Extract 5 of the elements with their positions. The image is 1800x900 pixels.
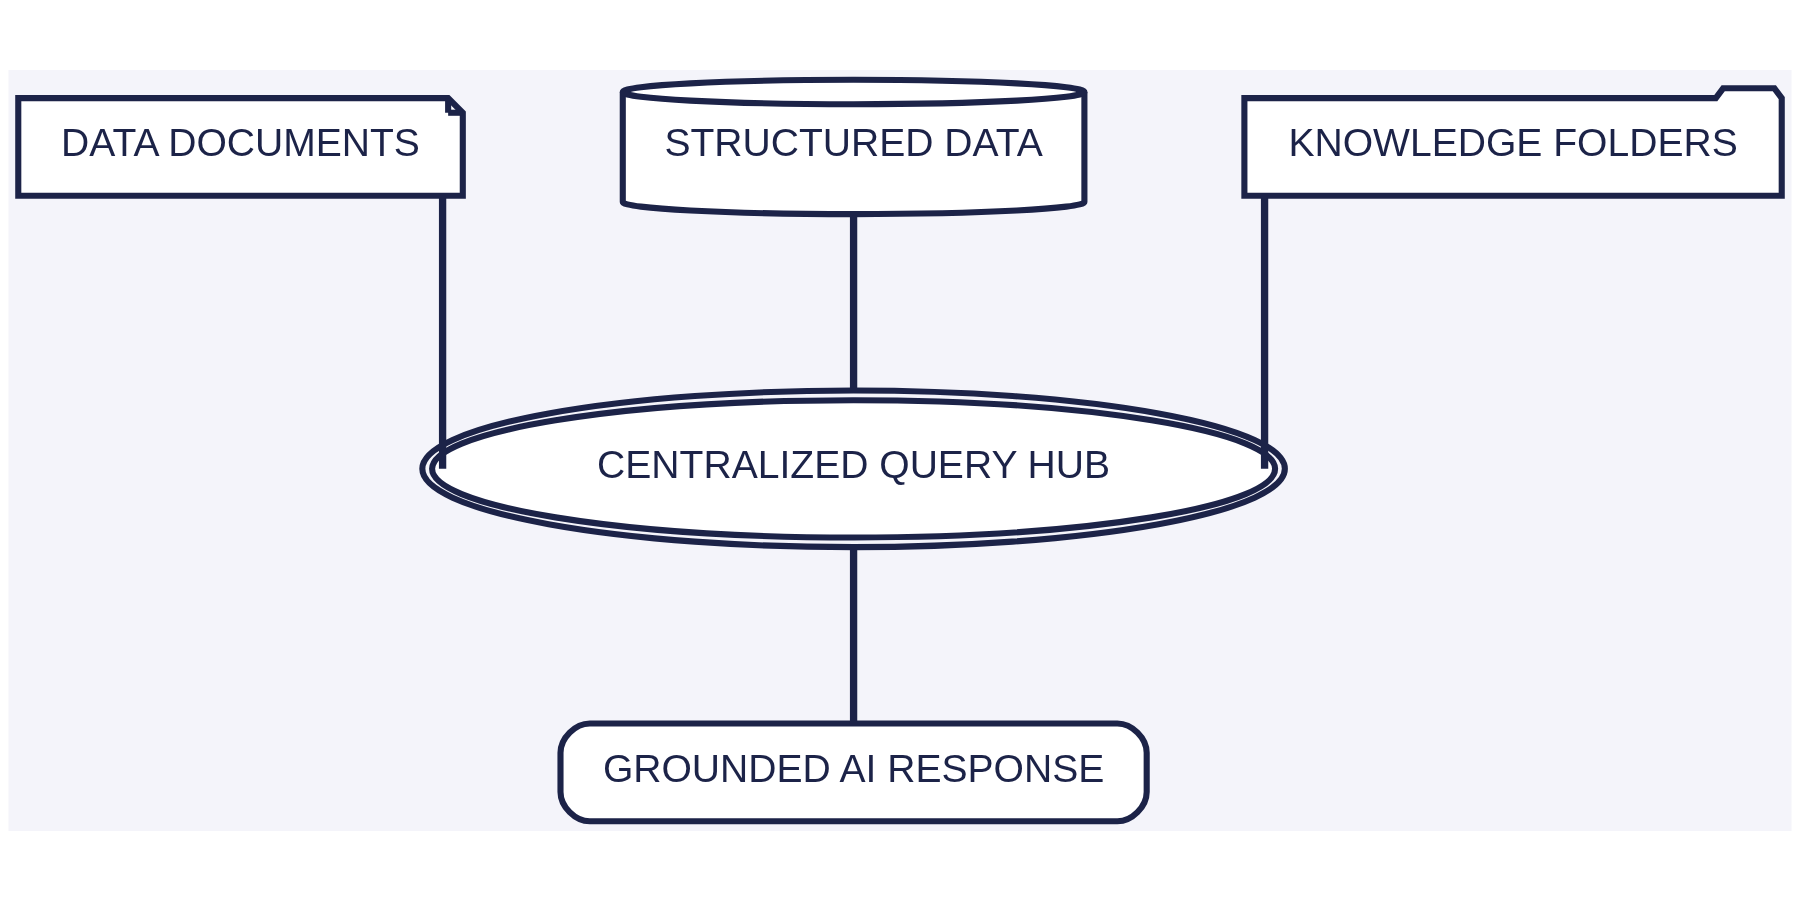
connector [849, 548, 858, 724]
connector [438, 195, 447, 469]
connector [1260, 195, 1269, 469]
node-ellipse: CENTRALIZED QUERY HUB [419, 386, 1288, 550]
node-box: GROUNDED AI RESPONSE [557, 719, 1150, 824]
